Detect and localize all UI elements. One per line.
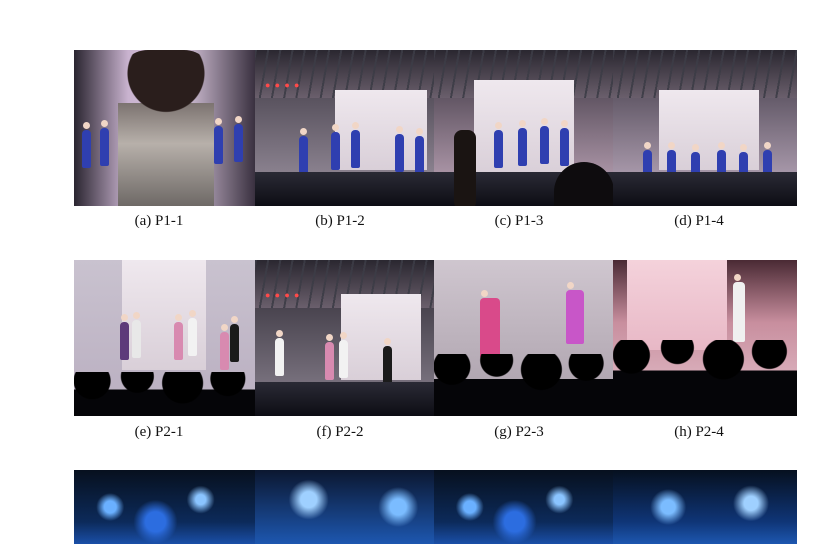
frame-p2-3 — [434, 260, 613, 416]
frame-p3-4 — [613, 470, 797, 544]
frame-p1-1 — [74, 50, 255, 206]
caption-h: (h) P2-4 — [674, 424, 724, 440]
frame-p1-4 — [613, 50, 797, 206]
caption-c: (c) P1-3 — [494, 213, 544, 229]
caption-f: (f) P2-2 — [316, 424, 364, 440]
caption-a: (a) P1-1 — [134, 213, 184, 229]
image-row-p1: ● ● ● ● — [74, 50, 797, 206]
frame-p2-4 — [613, 260, 797, 416]
frame-p3-1 — [74, 470, 255, 544]
frame-p1-2: ● ● ● ● — [255, 50, 434, 206]
caption-d: (d) P1-4 — [674, 213, 724, 229]
frame-p2-1 — [74, 260, 255, 416]
frame-p1-3 — [434, 50, 613, 206]
frame-p2-2: ● ● ● ● — [255, 260, 434, 416]
frame-p3-2 — [255, 470, 434, 544]
frame-p3-3 — [434, 470, 613, 544]
caption-g: (g) P2-3 — [494, 424, 544, 440]
image-row-p3 — [74, 470, 797, 544]
caption-e: (e) P2-1 — [134, 424, 184, 440]
caption-b: (b) P1-2 — [315, 213, 365, 229]
image-row-p2: ● ● ● ● — [74, 260, 797, 416]
